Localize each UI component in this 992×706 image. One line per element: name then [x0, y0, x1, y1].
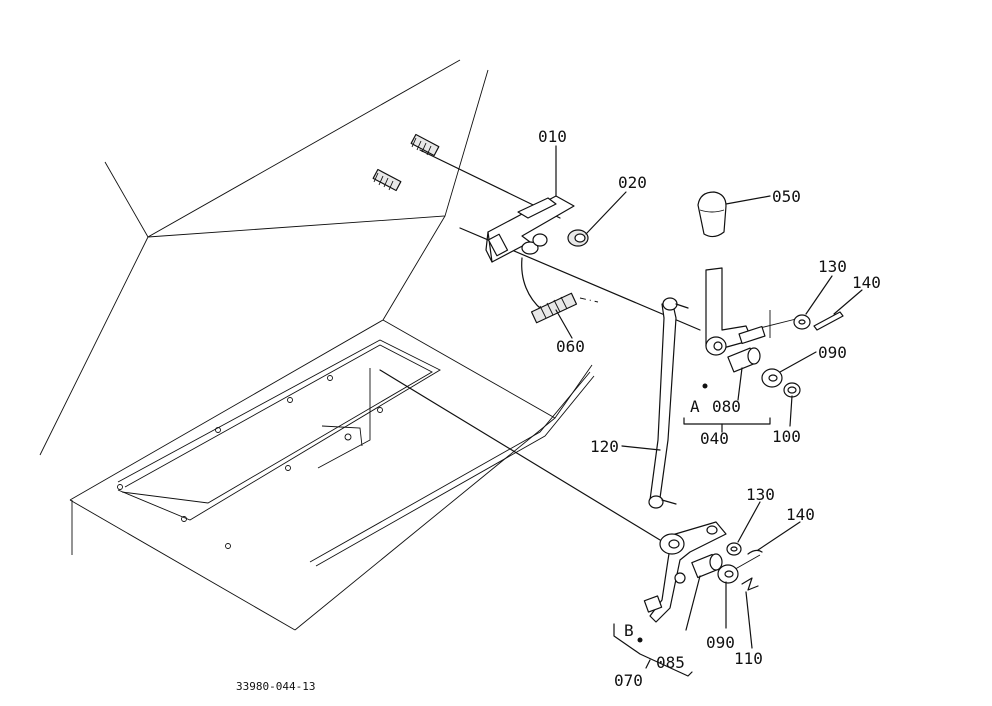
bracket-010 [485, 195, 575, 263]
callout-020: 020 [618, 173, 647, 192]
callout-B: B [624, 621, 634, 640]
drawing-number: 33980-044-13 [236, 680, 315, 693]
washer-090-lower [717, 564, 739, 584]
spring-060 [521, 257, 599, 324]
callout-090-lower: 090 [706, 633, 735, 652]
callout-010: 010 [538, 127, 567, 146]
bushing-020 [567, 229, 589, 247]
callout-labels: 010 020 050 060 130 140 090 A 080 040 10… [538, 127, 881, 690]
callout-040: 040 [700, 429, 729, 448]
knob-050 [697, 191, 727, 238]
snap-ring-100 [783, 382, 801, 398]
stud-bolt-upper [410, 133, 440, 157]
stud-bolt-lower [372, 168, 402, 192]
callout-090-upper: 090 [818, 343, 847, 362]
callout-110: 110 [734, 649, 763, 668]
lever-070 [637, 521, 727, 643]
washer-090-upper [761, 368, 783, 388]
callout-050: 050 [772, 187, 801, 206]
washer-130-upper [793, 314, 811, 330]
callout-140-upper: 140 [852, 273, 881, 292]
callout-100: 100 [772, 427, 801, 446]
callout-080: 080 [712, 397, 741, 416]
callout-070: 070 [614, 671, 643, 690]
body-panel-outline [39, 59, 595, 631]
washer-130-lower [726, 542, 742, 556]
callout-A: A [690, 397, 700, 416]
callout-060: 060 [556, 337, 585, 356]
callout-130-lower: 130 [746, 485, 775, 504]
collar-080 [727, 347, 761, 373]
callout-140-lower: 140 [786, 505, 815, 524]
callout-130-upper: 130 [818, 257, 847, 276]
cotter-pin-140-lower [747, 549, 763, 555]
rod-120 [648, 297, 689, 509]
callout-leaders [555, 145, 863, 677]
callout-085: 085 [656, 653, 685, 672]
clip-110 [741, 577, 759, 591]
cotter-pin-140-upper [813, 311, 844, 331]
collar-085 [691, 553, 723, 579]
callout-120: 120 [590, 437, 619, 456]
lever-040 [702, 267, 766, 389]
